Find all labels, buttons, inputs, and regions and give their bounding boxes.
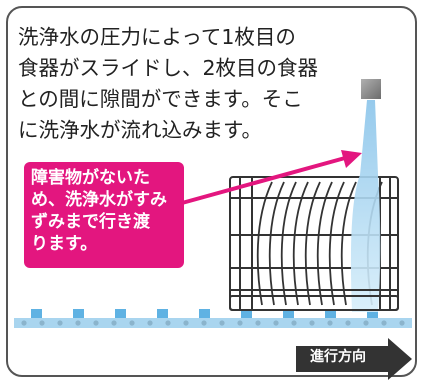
nozzle-icon <box>361 79 381 99</box>
dish-rack-front <box>229 289 399 311</box>
description-text: 洗浄水の圧力によって1枚目の 食器がスライドし、2枚目の食器 との間に隙間ができ… <box>18 22 338 146</box>
callout-line: ずみまで行き渡 <box>31 212 150 232</box>
pointer-arrow <box>181 150 362 205</box>
callout-line: ります。 <box>31 234 98 254</box>
water-spray <box>350 100 381 312</box>
callout-box: 障害物がないた め、洗浄水がすみ ずみまで行き渡 ります。 <box>24 162 184 268</box>
direction-arrow-icon <box>296 338 412 380</box>
callout-line: め、洗浄水がすみ <box>31 190 167 210</box>
description-line: に洗浄水が流れ込みます。 <box>18 118 262 142</box>
description-line: 食器がスライドし、2枚目の食器 <box>18 56 319 80</box>
direction-label: 進行方向 <box>310 349 366 365</box>
callout-line: 障害物がないた <box>31 168 150 188</box>
conveyor-belt <box>14 309 412 328</box>
description-line: との間に隙間ができます。そこ <box>18 87 303 111</box>
description-line: 洗浄水の圧力によって1枚目の <box>18 25 296 49</box>
